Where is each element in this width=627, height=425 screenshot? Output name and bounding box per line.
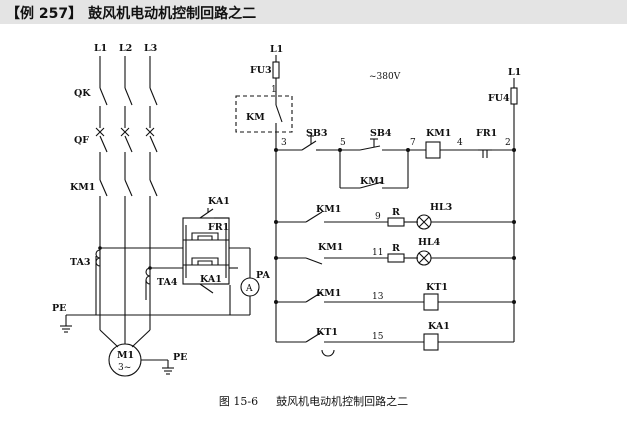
label-kt1-contact: KT1 <box>316 327 338 338</box>
label-kt1-coil: KT1 <box>426 282 448 293</box>
label-km: KM <box>246 112 265 123</box>
label-fr1-block: FR1 <box>208 222 229 233</box>
label-sb3: SB3 <box>306 128 328 139</box>
label-fu3: FU3 <box>250 65 272 76</box>
label-hl4: HL4 <box>418 237 441 248</box>
fr1-overload-contact <box>478 149 492 158</box>
label-ta4: TA4 <box>157 277 178 288</box>
km1-main-contacts <box>99 179 158 197</box>
control-circuit <box>235 55 518 357</box>
label-km1-hold: KM1 <box>360 176 385 187</box>
label-km1-rung3: KM1 <box>318 242 343 253</box>
sb4-start-button <box>359 138 381 151</box>
label-l1-control: L1 <box>270 44 283 55</box>
label-km1-coil: KM1 <box>426 128 451 139</box>
label-qk: QK <box>74 88 91 99</box>
fuse-fu4 <box>510 87 518 105</box>
label-km1-main: KM1 <box>70 182 95 193</box>
qk-switch <box>99 87 158 106</box>
ta4-transformer <box>145 267 151 300</box>
label-node-9: 9 <box>375 212 381 222</box>
label-fr1-contact: FR1 <box>476 128 497 139</box>
label-ka1-top: KA1 <box>208 196 230 207</box>
label-l1: L1 <box>94 43 107 54</box>
label-sb4: SB4 <box>370 128 392 139</box>
label-node-13: 13 <box>372 292 384 302</box>
label-pa: PA <box>256 270 270 281</box>
label-fu4: FU4 <box>488 93 510 104</box>
label-hl3: HL3 <box>430 202 452 213</box>
label-l3: L3 <box>144 43 157 54</box>
label-ka1-bottom: KA1 <box>200 274 222 285</box>
label-pe-left: PE <box>52 303 66 314</box>
km1-coil <box>425 141 441 159</box>
example-header: 【例 257】鼓风机电动机控制回路之二 <box>6 3 256 23</box>
qf-breaker <box>95 127 158 153</box>
label-qf: QF <box>74 135 89 146</box>
label-node-2: 2 <box>505 138 511 148</box>
label-node-15: 15 <box>372 332 384 342</box>
label-voltage: ~380V <box>369 72 401 82</box>
label-node-4: 4 <box>457 138 463 148</box>
figure-caption: 图 15-6 鼓风机电动机控制回路之二 <box>0 393 627 409</box>
label-node-5: 5 <box>340 138 346 148</box>
resistor-r1 <box>387 217 405 227</box>
ka1-coil <box>423 333 439 351</box>
main-power-circuit <box>60 56 230 377</box>
kt1-coil <box>423 293 439 311</box>
label-m1: M1 <box>117 350 134 361</box>
ta3-transformer <box>95 249 101 315</box>
label-km1-rung4: KM1 <box>316 288 341 299</box>
label-m1-phase: 3~ <box>118 363 131 373</box>
label-l2: L2 <box>119 43 132 54</box>
label-km1-rung2: KM1 <box>316 204 341 215</box>
km-contact-box <box>235 95 293 133</box>
label-node-3: 3 <box>281 138 287 148</box>
ammeter-pa <box>240 277 260 297</box>
protection-block <box>100 208 260 316</box>
label-pe-motor: PE <box>173 352 187 363</box>
label-l1-right: L1 <box>508 67 521 78</box>
label-node-7: 7 <box>410 138 416 148</box>
fuse-fu3 <box>272 61 280 79</box>
example-title: 鼓风机电动机控制回路之二 <box>88 6 257 22</box>
label-node-11: 11 <box>372 248 383 258</box>
label-ka1-coil: KA1 <box>428 321 450 332</box>
example-number: 【例 257】 <box>6 6 83 22</box>
figure-number: 图 15-6 <box>218 395 259 408</box>
label-ta3: TA3 <box>70 257 91 268</box>
label-r2: R <box>392 243 400 254</box>
figure-title: 鼓风机电动机控制回路之二 <box>276 395 409 408</box>
resistor-r2 <box>387 253 405 263</box>
header-bar <box>0 0 627 24</box>
label-r1: R <box>392 207 400 218</box>
label-node-1: 1 <box>271 85 277 95</box>
label-ammeter-a: A <box>245 284 253 294</box>
